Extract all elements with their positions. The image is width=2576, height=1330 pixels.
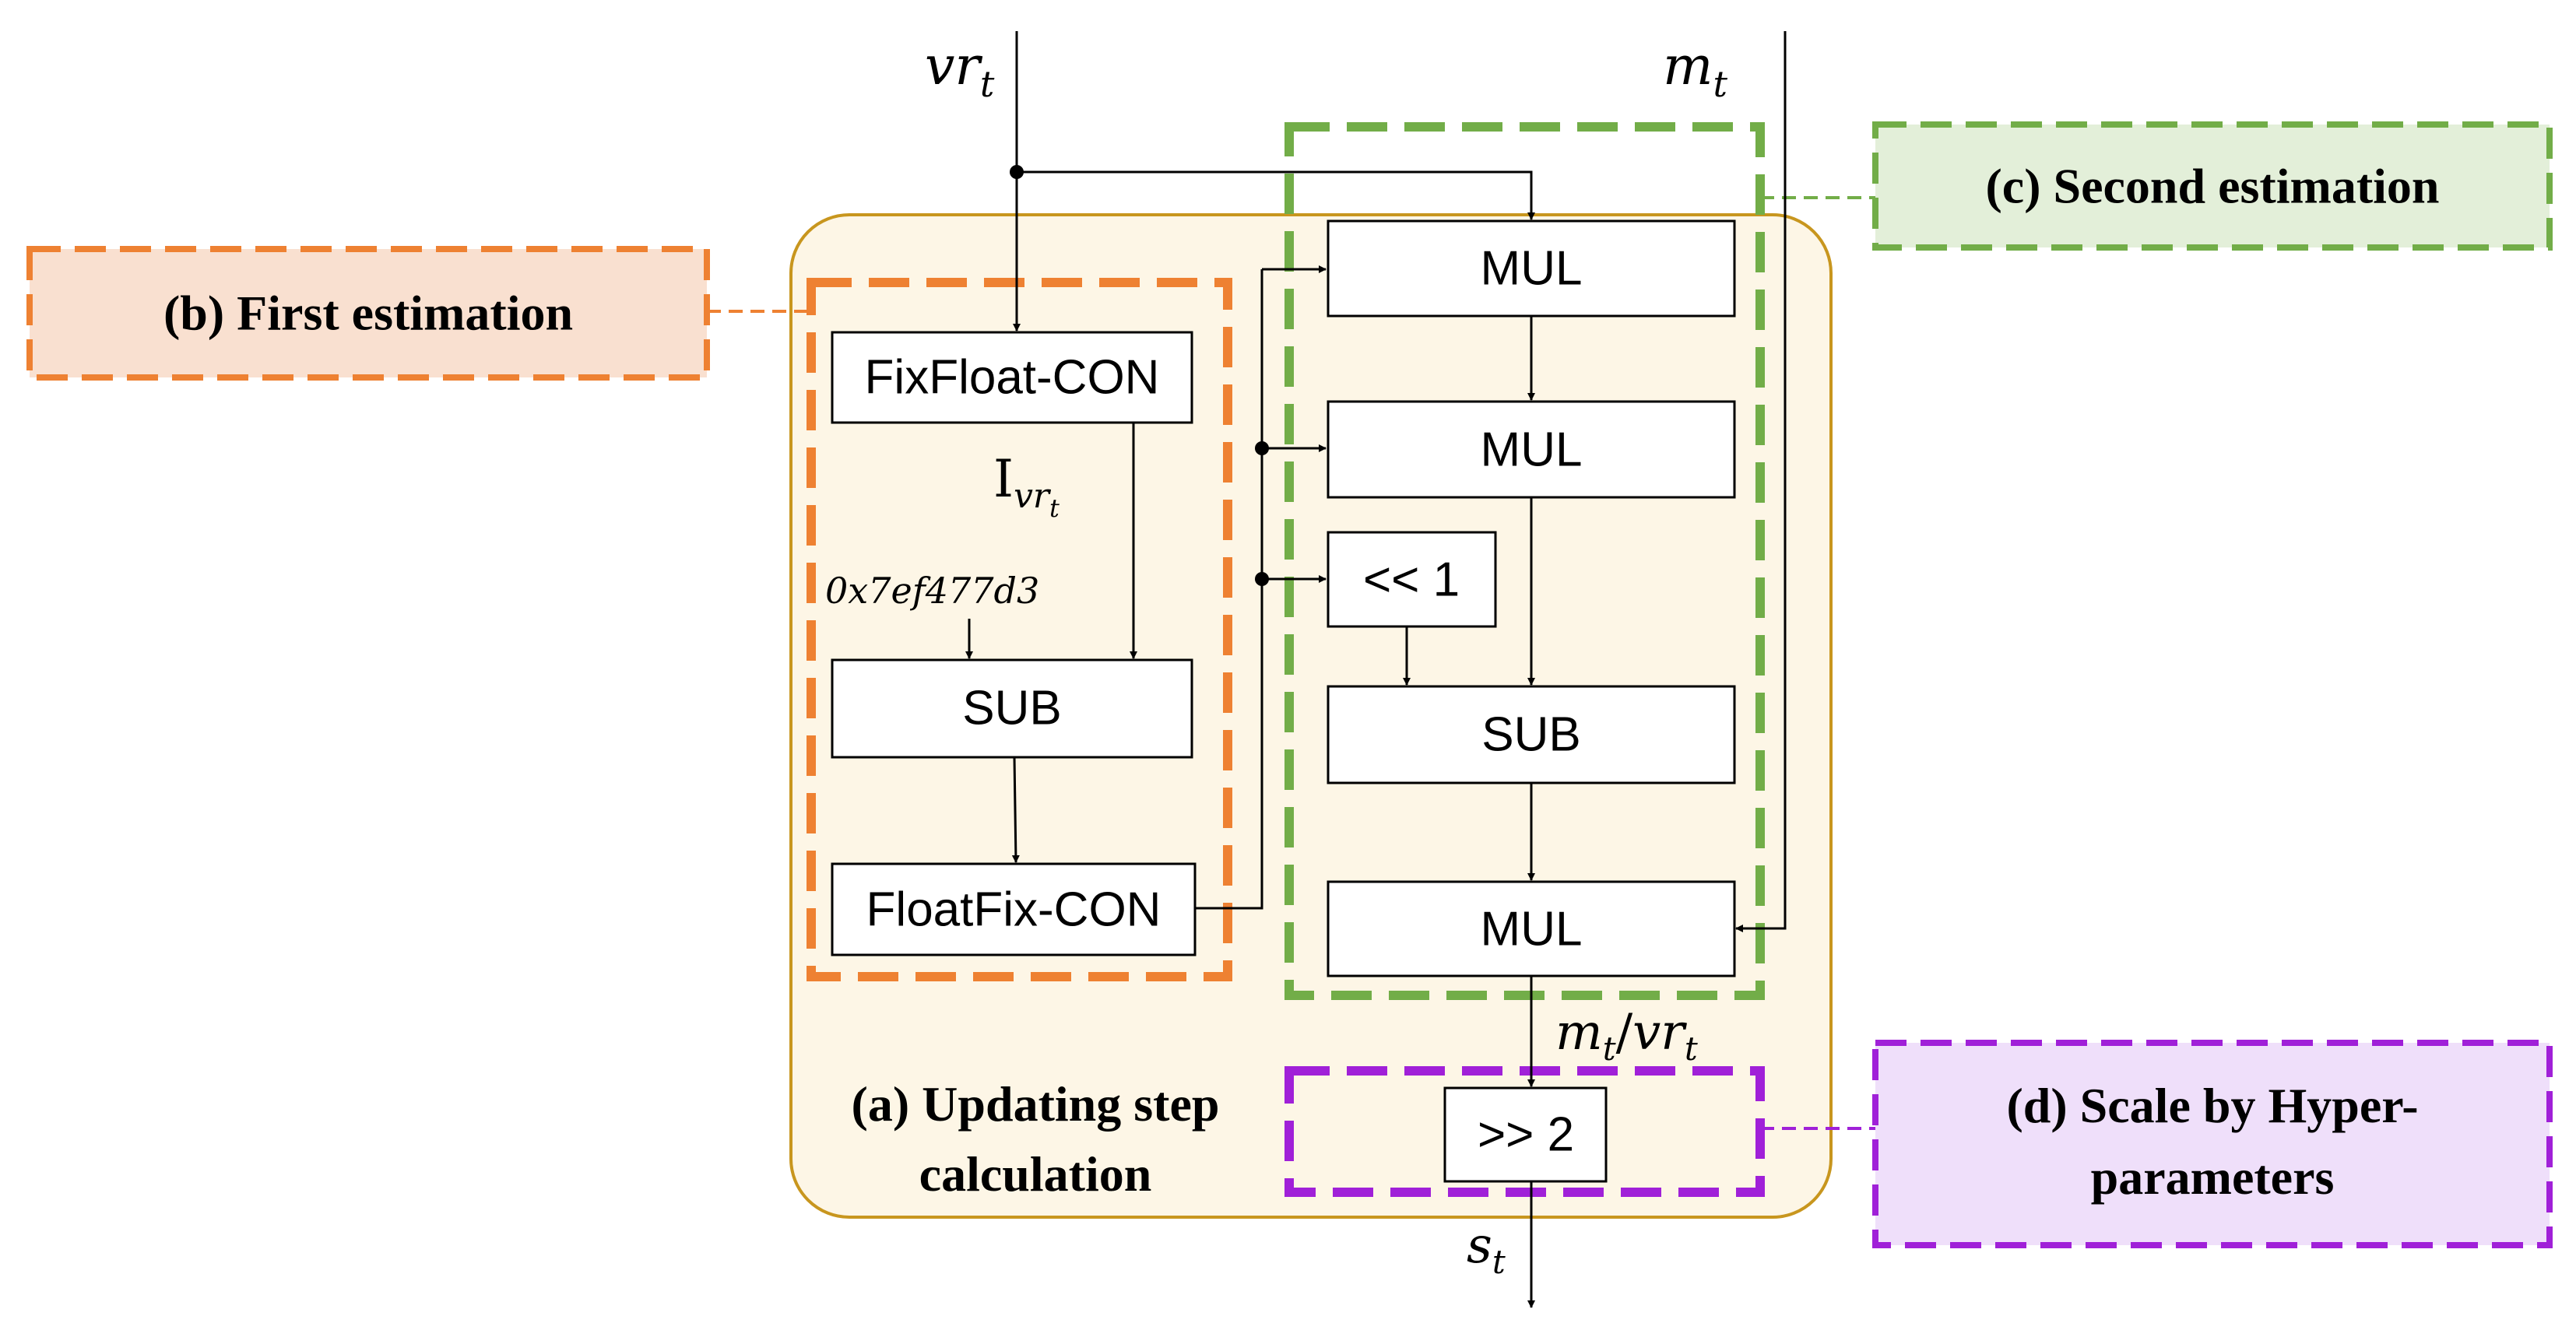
- label-d-line2: parameters: [2091, 1149, 2335, 1205]
- block-shift-left: << 1: [1327, 531, 1497, 628]
- block-fixfloat-con: FixFloat-CON: [831, 331, 1193, 424]
- wires: [965, 31, 1787, 1308]
- block-floatfix-con: FloatFix-CON: [831, 862, 1197, 956]
- callout-b: [26, 246, 710, 381]
- block-sub-1-label: SUB: [962, 682, 1061, 735]
- block-mul-2: MUL: [1327, 400, 1736, 499]
- label-a-line1: (a) Updating step: [852, 1076, 1220, 1132]
- label-a-line2: calculation: [919, 1146, 1152, 1202]
- block-shift-right-label: >> 2: [1478, 1108, 1574, 1162]
- signal-i-vr-t: Ivrt: [993, 449, 1060, 523]
- block-sub-2: SUB: [1327, 685, 1736, 784]
- signal-constant: 0x7ef477d3: [825, 570, 1039, 612]
- callout-c: [1872, 121, 2553, 251]
- block-mul-3: MUL: [1327, 880, 1736, 977]
- block-mul-1-label: MUL: [1481, 242, 1583, 296]
- region-c-second-estimation: [1284, 122, 1765, 1000]
- signal-m-t: mt: [1663, 36, 1727, 105]
- region-b-first-estimation: [807, 278, 1232, 981]
- block-fixfloat-con-label: FixFloat-CON: [865, 351, 1160, 405]
- block-mul-2-label: MUL: [1481, 423, 1583, 477]
- block-sub-1: SUB: [831, 658, 1193, 759]
- signal-s-t: st: [1467, 1217, 1506, 1281]
- block-shift-left-label: << 1: [1363, 553, 1460, 607]
- block-mul-1: MUL: [1327, 219, 1736, 318]
- callout-d: [1872, 1040, 2553, 1248]
- signal-vr-t: vrt: [925, 36, 995, 105]
- label-d-line1: (d) Scale by Hyper-: [2006, 1078, 2418, 1133]
- signal-m-over-vr: mt/vrt: [1555, 1004, 1698, 1068]
- block-sub-2-label: SUB: [1481, 708, 1580, 762]
- block-floatfix-con-label: FloatFix-CON: [866, 883, 1161, 937]
- block-shift-right: >> 2: [1443, 1086, 1608, 1183]
- region-d-scale: [1284, 1066, 1765, 1197]
- block-mul-3-label: MUL: [1481, 903, 1583, 956]
- label-c: (c) Second estimation: [1985, 159, 2439, 214]
- label-b: (b) First estimation: [163, 286, 573, 341]
